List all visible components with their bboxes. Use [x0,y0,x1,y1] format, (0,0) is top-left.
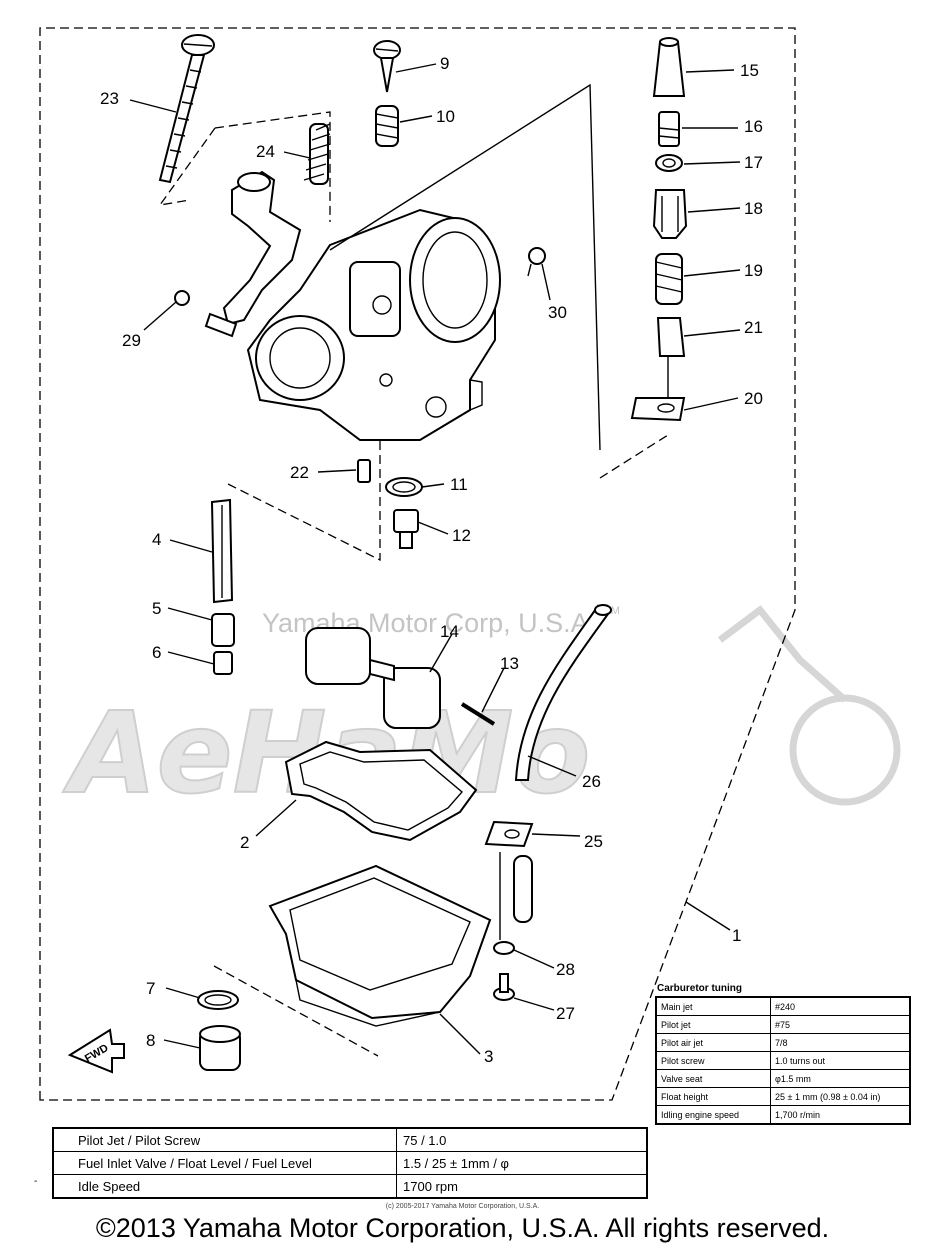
table-row: Pilot jet#75 [655,1015,911,1034]
part-4-needle-jet [210,498,234,604]
callout-18: 18 [744,199,763,218]
guide-line-23 [158,111,331,222]
guide-line-20 [599,434,669,479]
part-5-main-jet-holder [211,613,235,647]
part-24-spring [303,123,331,185]
carburetor-body [246,208,501,441]
callout-15: 15 [740,61,759,80]
callout-7: 7 [146,979,155,998]
stray-mark: - [34,1176,38,1187]
part-19-spring [655,253,683,305]
part-29-screw [174,290,238,338]
callout-8: 8 [146,1031,155,1050]
callout-27: 27 [556,1004,575,1023]
callout-5: 5 [152,599,161,618]
small-copyright: (c) 2005-2017 Yamaha Motor Corporation, … [385,1203,540,1210]
part-21-throttle-valve [656,317,686,404]
callout-11: 11 [450,475,468,494]
callout-10: 10 [436,107,455,126]
part-14-float [305,627,441,729]
tuning-title: Carburetor tuning [657,983,742,994]
callout-13: 13 [500,654,519,673]
carburetor-tuning-table: Carburetor tuning Main jet#240 Pilot jet… [655,983,912,1125]
callout-2: 2 [240,833,249,852]
watermark-motorcycle-icon [717,605,901,806]
part-3-float-bowl [268,864,492,1027]
callout-labels: 1 2 3 4 5 6 7 8 9 10 11 12 13 14 15 16 1… [100,54,763,1066]
callout-12: 12 [452,526,471,545]
callout-25: 25 [584,832,603,851]
callout-6: 6 [152,643,161,662]
part-2-float-bowl-gasket [284,740,478,842]
guide-line-15 [329,83,601,451]
part-18-cap [652,189,688,239]
callout-3: 3 [484,1047,493,1066]
callout-9: 9 [440,54,449,73]
leader-lines [129,63,741,1055]
part-10-spring [375,105,399,147]
callout-1: 1 [732,926,741,945]
part-9-screw [373,40,401,93]
assembly-boundary [39,27,796,1101]
part-7-o-ring [197,990,239,1010]
callout-29: 29 [122,331,141,350]
table-row: Fuel Inlet Valve / Float Level / Fuel Le… [52,1151,648,1175]
part-12-needle-valve-seat [393,509,419,549]
part-15-cap [652,37,686,97]
callout-22: 22 [290,463,309,482]
part-26-overflow-pipe [514,604,612,781]
part-20-plate [630,397,686,422]
part-30-screw [527,247,546,277]
part-6-main-jet [213,651,233,675]
part-13-float-pin [460,702,496,726]
part-8-drain-plug [199,1025,241,1071]
callout-21: 21 [744,318,763,337]
part-28-washer [493,941,515,955]
callout-24: 24 [256,142,275,161]
callout-17: 17 [744,153,763,172]
callout-19: 19 [744,261,763,280]
part-11-o-ring [385,477,423,497]
part-16-adjuster [658,111,680,147]
callout-20: 20 [744,389,763,408]
copyright-notice: ©2013 Yamaha Motor Corporation, U.S.A. A… [95,1213,830,1243]
throttle-lever [222,170,302,326]
guide-line-3 [213,965,379,1057]
part-25-plate [484,820,534,923]
callout-30: 30 [548,303,567,322]
callout-26: 26 [582,772,601,791]
callout-23: 23 [100,89,119,108]
table-row: Main jet#240 [655,996,911,1016]
fwd-arrow-icon: FWD [67,1028,125,1074]
callout-16: 16 [744,117,763,136]
callout-4: 4 [152,530,161,549]
guide-line-4 [227,440,381,562]
callout-14: 14 [440,622,459,641]
callout-28: 28 [556,960,575,979]
part-27-screw [493,973,515,1001]
part-22-jet [357,459,371,483]
part-23-throttle-stop-screw [158,34,215,184]
part-17-nut [655,154,683,172]
